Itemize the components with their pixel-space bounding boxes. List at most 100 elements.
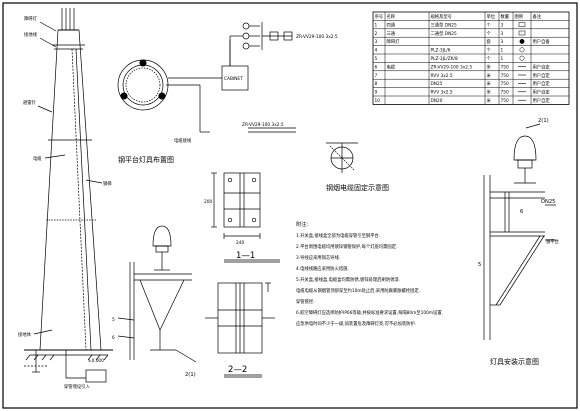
cable-fixing-title: 钢烟电缆固定示意图: [326, 183, 389, 192]
table-header-cell: 规格及型号: [431, 13, 452, 20]
install-bracket-label: 钢平台: [546, 238, 559, 245]
notes-line-7: 穿管管径.: [296, 298, 315, 305]
table-cell: 个: [487, 31, 492, 37]
table-cell: 3: [375, 39, 378, 45]
table-cell: PLZ-3JL/ZK/8: [431, 56, 458, 62]
table-cell: 套: [487, 38, 492, 45]
table-cell: 用户自定: [533, 80, 551, 87]
section-2-2: [205, 282, 275, 378]
equipment-table: 序号名称 规格及型号 单位数量图例 备注 1 四通 三通型 DN25 个 3 2 三通 二通型 DN2…: [372, 11, 570, 105]
table-header-cell: 序号: [375, 13, 384, 20]
table-cell: 障碍灯: [387, 38, 401, 45]
table-cell: 750: [501, 73, 509, 79]
plan-note: 电缆接线: [174, 137, 192, 144]
table-cell: 750: [501, 81, 509, 87]
table-cell: 750: [501, 98, 509, 104]
table-cell: 三通型 DN25: [431, 21, 458, 28]
table-cell: 用户自备: [533, 38, 551, 45]
detail-left-num6: 6: [112, 335, 115, 341]
notes-line-4: 4.电线线路应采用防火措施.: [296, 265, 349, 272]
table-header-cell: 数量: [501, 13, 510, 20]
table-cell: 6: [375, 64, 378, 70]
table-cell: 电缆: [387, 63, 396, 70]
table-cell: 用户自定: [533, 63, 551, 70]
elev-label-ground-wire: 接地线: [24, 31, 38, 38]
table-cell: 750: [501, 90, 509, 96]
table-cell: 5: [375, 56, 378, 62]
dim-240: 240: [236, 240, 244, 246]
table-cell: 米: [487, 72, 492, 79]
elev-label-base-level: ±0.000: [88, 358, 104, 364]
table-cell: 3: [501, 31, 504, 37]
cable-fixing-sketch: [326, 142, 358, 173]
notes-line-9: 应急供电时间不少于一级,如装置危及障碍灯亮,可不必加装防护.: [296, 320, 416, 327]
platform-plan-title: 钢平台灯具布置图: [118, 155, 174, 164]
notes-line-3: 3.导线应采用铜芯导线.: [296, 254, 340, 261]
table-cell: 四通: [387, 21, 396, 28]
table-cell: 7: [375, 73, 378, 79]
dim-200: 200: [204, 199, 212, 205]
section-1-1-title: 1—1: [236, 251, 255, 261]
notes-block: 附注: 1.开关盒,接线盒全部为电缆穿管引至钢平台. 2.平台周围电缆均用镀锌钢…: [296, 220, 443, 327]
table-cell: 1: [501, 48, 504, 54]
elev-label-cable-entry: 穿管埋设引入: [64, 383, 90, 390]
table-cell: PLZ-3JL/6: [431, 48, 451, 54]
table-header-cell: 名称: [387, 13, 396, 20]
notes-line-1: 1.开关盒,接线盒全部为电缆穿管引至钢平台.: [296, 232, 380, 239]
install-dn25: DN25: [541, 199, 555, 205]
table-cell: 2: [375, 31, 378, 37]
section-2-2-title: 2—2: [228, 365, 247, 375]
plan-cable-tag-top: ZR-VV29-100 3x2.5: [296, 34, 338, 40]
table-cell: 用户自定: [533, 89, 551, 96]
table-cell: 4: [375, 48, 378, 54]
notes-title: 附注:: [296, 220, 308, 228]
legend-box-icon: [518, 22, 526, 27]
elev-label-lightning-rod: 避雷针: [23, 99, 37, 106]
table-cell: 9: [375, 90, 378, 96]
table-cell: 米: [487, 97, 492, 104]
table-cell: 个: [487, 48, 492, 54]
table-cell: 个: [487, 56, 492, 62]
legend-circle-icon: [519, 55, 525, 61]
table-cell: 米: [487, 89, 492, 96]
table-cell: 用户自定: [533, 72, 551, 79]
table-cell: 10: [375, 98, 381, 104]
legend-box-icon: [518, 30, 526, 36]
table-cell: DN20: [431, 98, 443, 104]
table-cell: 1: [501, 56, 504, 62]
table-cell: RVV 3x2.5: [431, 73, 453, 79]
legend-circle-icon: [519, 38, 525, 44]
table-header-cell: 单位: [487, 13, 496, 20]
table-cell: 3: [501, 39, 504, 45]
elev-label-obstacle-lamp: 障碍灯: [24, 15, 38, 22]
legend-circle-icon: [519, 47, 525, 53]
notes-line-8: 6.航空障碍灯应选择防护IP66等级,并按标准要求设置,每隔80m至100m设置…: [296, 309, 443, 316]
table-cell: 8: [375, 81, 378, 87]
plan-cable-tag-bottom: ZR-VV29-100 3x2.5: [242, 122, 284, 128]
table-header-cell: 备注: [533, 13, 542, 20]
detail-left-num5: 5: [112, 317, 115, 323]
platform-plan: [117, 22, 296, 133]
table-cell: 1: [375, 22, 378, 28]
lamp-installation: [483, 123, 556, 340]
elev-label-ladder: 钢梯: [103, 180, 112, 187]
detail-left-tag: 2(1): [185, 372, 196, 378]
elev-label-cable: 电缆: [33, 155, 42, 162]
lamp-install-title: 灯具安装示意图: [490, 357, 539, 366]
notes-line-2: 2.平台周围电缆均用镀锌钢管保护,每个灯座均需固定.: [296, 243, 397, 250]
notes-line-5: 5.开关盒,接线盒,电缆盒均需防锈,镀锌处理后刷防锈漆.: [296, 276, 400, 283]
table-cell: 米: [487, 63, 492, 70]
install-num5: 5: [478, 262, 481, 268]
table-cell: 个: [487, 22, 492, 28]
table-cell: ZR-VV29-100 3x2.5: [431, 64, 473, 70]
table-frame: [372, 11, 570, 105]
install-tag: 2(1): [538, 118, 549, 124]
table-cell: 三通: [387, 30, 396, 37]
table-cell: 二通型 DN25: [431, 30, 458, 37]
chimney-elevation: [24, 8, 113, 383]
table-cell: 用户自定: [533, 97, 551, 104]
table-cell: 3: [501, 22, 504, 28]
table-header-cell: 图例: [515, 13, 524, 20]
